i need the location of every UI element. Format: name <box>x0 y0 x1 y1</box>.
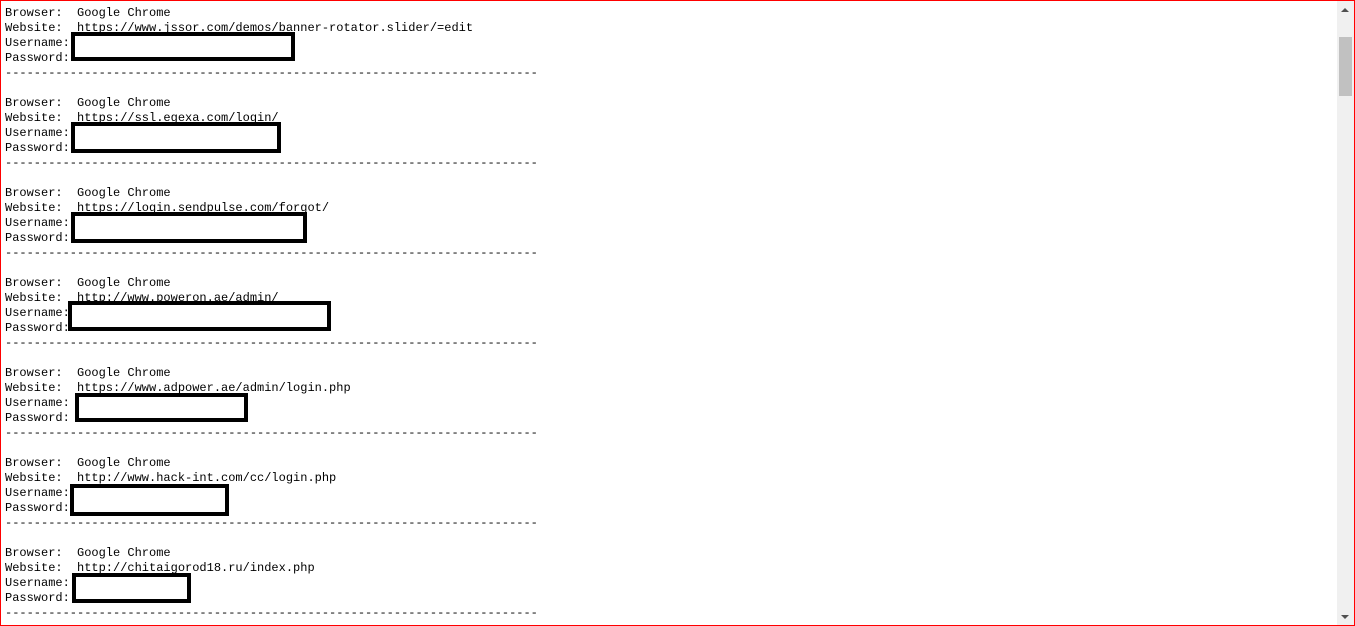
password-row: Password: <box>5 51 538 66</box>
website-label: Website: <box>5 201 63 215</box>
browser-value: Google Chrome <box>77 186 171 200</box>
password-row: Password: <box>5 501 538 516</box>
website-label: Website: <box>5 381 63 395</box>
username-label: Username: <box>5 486 70 500</box>
browser-value: Google Chrome <box>77 366 171 380</box>
password-label: Password: <box>5 231 70 245</box>
browser-row: Browser: Google Chrome <box>5 6 538 21</box>
browser-label: Browser: <box>5 366 63 380</box>
browser-value: Google Chrome <box>77 276 171 290</box>
password-label: Password: <box>5 321 70 335</box>
redaction-box <box>71 32 295 61</box>
browser-label: Browser: <box>5 276 63 290</box>
username-row: Username: <box>5 576 538 591</box>
browser-value: Google Chrome <box>77 456 171 470</box>
username-row: Username: <box>5 396 538 411</box>
redaction-box <box>70 484 229 516</box>
separator-line: ----------------------------------------… <box>5 66 538 80</box>
website-row: Website: https://www.adpower.ae/admin/log… <box>5 381 538 396</box>
password-label: Password: <box>5 51 70 65</box>
website-row: Website: https://ssl.egexa.com/login/ <box>5 111 538 126</box>
website-value: http://www.hack-int.com/cc/login.php <box>77 471 337 485</box>
username-row: Username: <box>5 126 538 141</box>
redaction-box <box>68 301 331 331</box>
browser-label: Browser: <box>5 546 63 560</box>
password-label: Password: <box>5 411 70 425</box>
password-row: Password: <box>5 321 538 336</box>
username-row: Username: <box>5 36 538 51</box>
username-label: Username: <box>5 306 70 320</box>
username-row: Username: <box>5 306 538 321</box>
username-label: Username: <box>5 126 70 140</box>
website-row: Website: http://www.hack-int.com/cc/login… <box>5 471 538 486</box>
separator-line: ----------------------------------------… <box>5 516 538 530</box>
website-value: http://chitaigorod18.ru/index.php <box>77 561 315 575</box>
redaction-box <box>72 573 191 603</box>
website-value: https://www.adpower.ae/admin/login.php <box>77 381 351 395</box>
separator-line: ----------------------------------------… <box>5 426 538 440</box>
vertical-scrollbar[interactable] <box>1337 1 1354 625</box>
scroll-down-arrow-icon[interactable] <box>1341 615 1349 619</box>
website-label: Website: <box>5 561 63 575</box>
website-label: Website: <box>5 291 63 305</box>
browser-value: Google Chrome <box>77 96 171 110</box>
separator-line: ----------------------------------------… <box>5 156 538 170</box>
browser-row: Browser: Google Chrome <box>5 96 538 111</box>
browser-label: Browser: <box>5 6 63 20</box>
browser-value: Google Chrome <box>77 6 171 20</box>
redaction-box <box>71 212 307 243</box>
username-row: Username: <box>5 216 538 231</box>
username-row: Username: <box>5 486 538 501</box>
password-row: Password: <box>5 411 538 426</box>
website-value: https://ssl.egexa.com/login/ <box>77 111 279 125</box>
browser-row: Browser: Google Chrome <box>5 366 538 381</box>
scrollbar-thumb[interactable] <box>1339 37 1352 96</box>
separator-line: ----------------------------------------… <box>5 246 538 260</box>
password-row: Password: <box>5 141 538 156</box>
password-row: Password: <box>5 231 538 246</box>
website-label: Website: <box>5 21 63 35</box>
website-label: Website: <box>5 471 63 485</box>
redaction-box <box>75 393 248 422</box>
username-label: Username: <box>5 396 70 410</box>
website-label: Website: <box>5 111 63 125</box>
website-value: https://login.sendpulse.com/forgot/ <box>77 201 330 215</box>
password-row: Password: <box>5 591 538 606</box>
browser-label: Browser: <box>5 186 63 200</box>
scroll-up-arrow-icon[interactable] <box>1341 8 1349 12</box>
separator-line: ----------------------------------------… <box>5 606 538 620</box>
username-label: Username: <box>5 36 70 50</box>
website-row: Website: http://chitaigorod18.ru/index.ph… <box>5 561 538 576</box>
username-label: Username: <box>5 216 70 230</box>
password-label: Password: <box>5 591 70 605</box>
browser-row: Browser: Google Chrome <box>5 186 538 201</box>
browser-label: Browser: <box>5 96 63 110</box>
website-value: https://www.jssor.com/demos/banner-rotat… <box>77 21 474 35</box>
website-row: Website: https://www.jssor.com/demos/bann… <box>5 21 538 36</box>
browser-label: Browser: <box>5 456 63 470</box>
password-label: Password: <box>5 501 70 515</box>
browser-row: Browser: Google Chrome <box>5 546 538 561</box>
browser-row: Browser: Google Chrome <box>5 456 538 471</box>
separator-line: ----------------------------------------… <box>5 336 538 350</box>
browser-row: Browser: Google Chrome <box>5 276 538 291</box>
username-label: Username: <box>5 576 70 590</box>
browser-value: Google Chrome <box>77 546 171 560</box>
website-row: Website: https://login.sendpulse.com/forg… <box>5 201 538 216</box>
password-label: Password: <box>5 141 70 155</box>
redaction-box <box>71 122 281 153</box>
